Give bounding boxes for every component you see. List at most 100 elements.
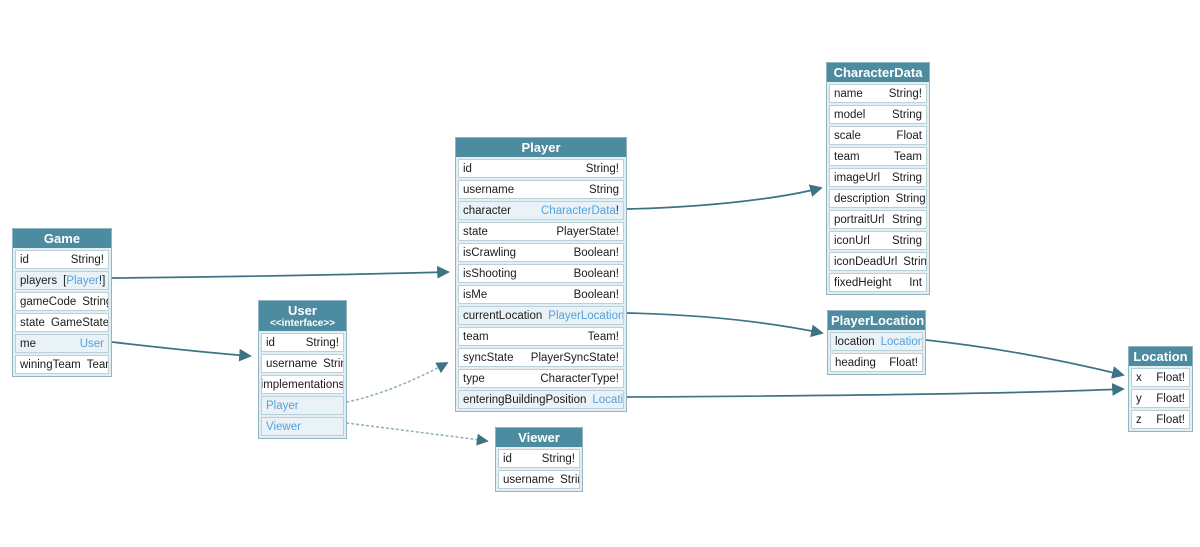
field-row-game-players[interactable]: players[Player!] [15, 271, 109, 290]
field-row-game-me[interactable]: me User [15, 334, 109, 353]
field-type-enteringBuildingPosition: Location [592, 393, 624, 406]
type-node-user[interactable]: User<<interface>> id String! usernameString… [258, 300, 347, 439]
field-name-state: state [20, 316, 45, 329]
field-type-gameCode: String! [82, 295, 108, 308]
edge-user-viewer-implementation [346, 422, 489, 446]
field-type-fixedHeight: Int [909, 276, 922, 289]
field-name-id: id [463, 162, 472, 175]
field-type-state: PlayerState! [556, 225, 619, 238]
table-title-viewer: Viewer [518, 430, 560, 445]
table-header-game[interactable]: Game [13, 229, 111, 248]
field-row-characterdata-scale[interactable]: scale Float [829, 126, 927, 145]
type-link-PlayerLocation[interactable]: PlayerLocation [548, 309, 624, 322]
field-row-game-winingTeam[interactable]: winingTeam Team [15, 355, 109, 374]
field-name-enteringBuildingPosition: enteringBuildingPosition [463, 393, 587, 406]
field-name-description: description [834, 192, 890, 205]
field-row-player-enteringBuildingPosition[interactable]: enteringBuildingPosition Location [458, 390, 624, 409]
type-link-Viewer[interactable]: Viewer [266, 420, 301, 433]
type-link-Player[interactable]: Player [266, 399, 299, 412]
field-type-players: [Player!] [63, 274, 106, 287]
field-row-player-isMe[interactable]: isMe Boolean! [458, 285, 624, 304]
field-name-y: y [1136, 392, 1142, 405]
field-type-location: Location! [880, 335, 923, 348]
field-type-isCrawling: Boolean! [573, 246, 619, 259]
field-name-team: team [834, 150, 860, 163]
implementation-row-user-Viewer[interactable]: Viewer [261, 417, 344, 436]
field-name-username: username [463, 183, 515, 196]
field-type-name: String! [888, 87, 922, 100]
field-type-z: Float! [1156, 413, 1185, 426]
field-name-imageUrl: imageUrl [834, 171, 881, 184]
type-link-Player[interactable]: Player [66, 274, 99, 287]
table-header-player[interactable]: Player [456, 138, 626, 157]
implementation-row-user-Player[interactable]: Player [261, 396, 344, 415]
field-name-isMe: isMe [463, 288, 488, 301]
table-header-user[interactable]: User<<interface>> [259, 301, 346, 331]
table-header-location[interactable]: Location [1129, 347, 1192, 366]
field-type-x: Float! [1156, 371, 1185, 384]
table-header-characterdata[interactable]: CharacterData [827, 63, 929, 82]
type-link-User[interactable]: User [79, 337, 104, 350]
type-link-CharacterData[interactable]: CharacterData [541, 204, 616, 217]
field-type-type: CharacterType! [540, 372, 619, 385]
field-name-scale: scale [834, 129, 861, 142]
field-name-id: id [266, 336, 275, 349]
table-header-viewer[interactable]: Viewer [496, 428, 582, 447]
type-link-Location[interactable]: Location [880, 335, 923, 348]
field-name-me: me [20, 337, 36, 350]
field-type-model: String [891, 108, 922, 121]
type-link-Location[interactable]: Location [592, 393, 624, 406]
field-row-characterdata-iconDeadUrl[interactable]: iconDeadUrlString [829, 252, 927, 271]
field-type-winingTeam: Team [86, 358, 108, 371]
field-type-isMe: Boolean! [573, 288, 619, 301]
field-name-currentLocation: currentLocation [463, 309, 543, 322]
field-row-user-id[interactable]: id String! [261, 333, 344, 352]
field-row-game-gameCode[interactable]: gameCodeString! [15, 292, 109, 311]
edge-user-player-implementation [346, 362, 449, 403]
field-type-scale: Float [896, 129, 922, 142]
field-name-winingTeam: winingTeam [20, 358, 81, 371]
section-row-user-implementations[interactable]: implementations [261, 375, 344, 394]
field-type-id: String! [305, 336, 339, 349]
table-header-playerlocation[interactable]: PlayerLocation [828, 311, 925, 330]
